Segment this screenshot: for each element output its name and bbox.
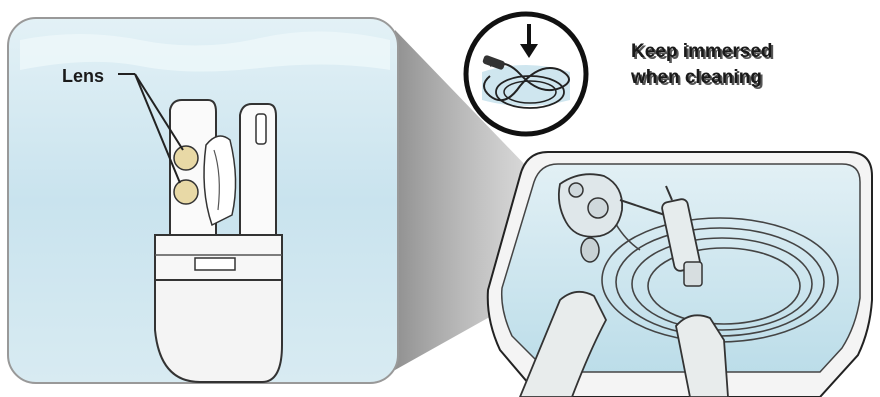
instruction-line2: when cleaning — [630, 67, 762, 88]
endoscope-valve — [581, 238, 599, 262]
lens-label: Lens — [62, 66, 104, 86]
lens-lower — [174, 180, 198, 204]
instruction-line1: Keep immersed — [631, 41, 773, 62]
lens-upper — [174, 146, 198, 170]
closeup-panel: Lens — [8, 18, 398, 383]
scope-distal-tip — [155, 100, 282, 382]
immersion-instruction: Keep immersed Keep immersed when cleanin… — [630, 41, 775, 90]
cleaning-basin — [488, 152, 872, 397]
immersion-icon — [466, 14, 586, 134]
